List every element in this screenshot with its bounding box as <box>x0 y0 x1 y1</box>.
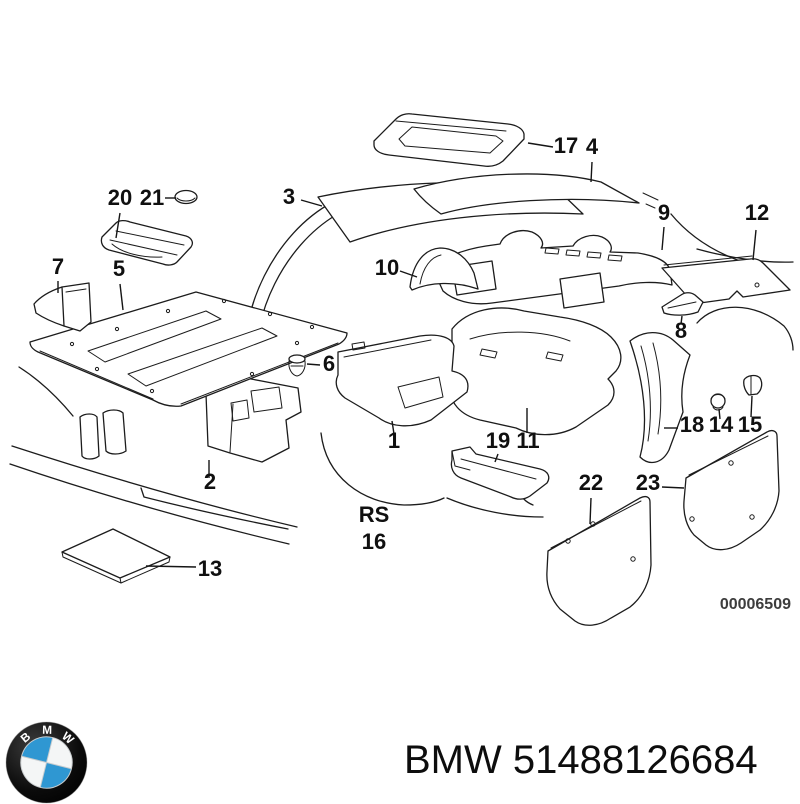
leader-line-11 <box>306 363 321 366</box>
leader-line-16 <box>494 453 499 463</box>
callout-10: 10 <box>375 255 399 280</box>
leader-line-19 <box>145 565 197 568</box>
fender-crease <box>18 366 74 417</box>
bracket-7 <box>33 282 92 332</box>
callout-5: 5 <box>113 256 125 281</box>
callout-20: 20 <box>108 185 132 210</box>
door-insulation-sheet-23 <box>683 429 780 551</box>
logo-letter-m: M <box>42 723 52 737</box>
flat-insulation-sheet <box>61 528 171 584</box>
leader-line-6 <box>752 229 757 261</box>
callout-2: 2 <box>204 469 216 494</box>
clip-15 <box>743 374 763 396</box>
leader-line-4 <box>590 161 593 183</box>
door-insulation-sheet-22 <box>546 495 652 626</box>
grommet-21 <box>174 189 198 205</box>
callout-7: 7 <box>52 254 64 279</box>
leader-line-3 <box>527 142 554 148</box>
bmw-logo-icon: B M W <box>5 721 88 804</box>
part-title: BMW 51488126684 <box>404 740 758 780</box>
parts-diagram: 202131749121075861814151191122223RS1613 … <box>9 113 794 626</box>
leader-line-15 <box>391 420 395 435</box>
callout-16: 16 <box>362 529 386 554</box>
callout-17: 17 <box>554 133 578 158</box>
logo-quarters <box>20 736 73 789</box>
leader-line-5 <box>661 226 665 251</box>
dash-side-insulation <box>409 247 479 291</box>
leader-line-14 <box>750 395 753 418</box>
diagram-code: 00006509 <box>720 596 791 613</box>
leader-line-20 <box>589 497 592 525</box>
firewall-insulation <box>205 377 302 463</box>
c-pillar-tick-2 <box>645 203 656 209</box>
clip-6 <box>288 354 306 377</box>
brand-text: BMW <box>404 738 502 782</box>
callout-13: 13 <box>198 556 222 581</box>
footer: B M W BMW 51488126684 <box>0 716 800 804</box>
sill-insulation-strip <box>450 446 550 500</box>
callout-12: 12 <box>745 200 769 225</box>
c-pillar-line <box>670 213 750 265</box>
shelf-pad-8 <box>661 292 704 316</box>
leader-lines <box>57 142 757 568</box>
leader-line-9 <box>119 283 124 311</box>
callout-9: 9 <box>658 200 670 225</box>
hood-insulation-panel <box>29 291 348 407</box>
callout-4: 4 <box>586 134 599 159</box>
callout-11: 11 <box>516 428 539 453</box>
callout-19: 19 <box>486 428 510 453</box>
callout-23: 23 <box>636 470 660 495</box>
rear-wheel-arch <box>696 306 794 351</box>
rocker-line <box>446 497 544 518</box>
callout-14: 14 <box>709 412 734 437</box>
sunroof-insulation-frame <box>373 113 525 167</box>
front-wheel-arch <box>320 432 445 506</box>
wheel-arch-insulation <box>629 331 691 464</box>
leader-line-13 <box>718 408 721 420</box>
leader-line-10 <box>680 315 683 325</box>
roof-insulation-rear <box>413 173 640 215</box>
part-number-text: 51488126684 <box>512 738 758 782</box>
leader-line-2 <box>300 199 323 207</box>
c-pillar-tick-1 <box>642 192 659 201</box>
kidney-grille-right <box>102 409 127 455</box>
bumper-step-line <box>140 487 289 530</box>
bumper-top-line <box>11 445 298 528</box>
callout-15: 15 <box>738 412 762 437</box>
kidney-grille-left <box>79 413 100 460</box>
callout-18: 18 <box>680 412 704 437</box>
clip-14 <box>710 393 726 411</box>
leader-line-7 <box>399 270 418 278</box>
callout-3: 3 <box>283 184 295 209</box>
cowl-insulation-tray <box>100 219 193 266</box>
callout-21: 21 <box>140 185 164 210</box>
floor-insulation-mat <box>446 307 622 436</box>
callout-8: 8 <box>675 318 687 343</box>
tunnel-insulation <box>335 334 469 427</box>
callout-RS: RS <box>359 502 390 527</box>
callout-6: 6 <box>323 351 335 376</box>
leader-line-0 <box>115 212 121 239</box>
callout-1: 1 <box>388 428 400 453</box>
bumper-bottom-line <box>9 463 290 545</box>
callout-22: 22 <box>579 470 603 495</box>
leader-line-21 <box>661 486 685 489</box>
